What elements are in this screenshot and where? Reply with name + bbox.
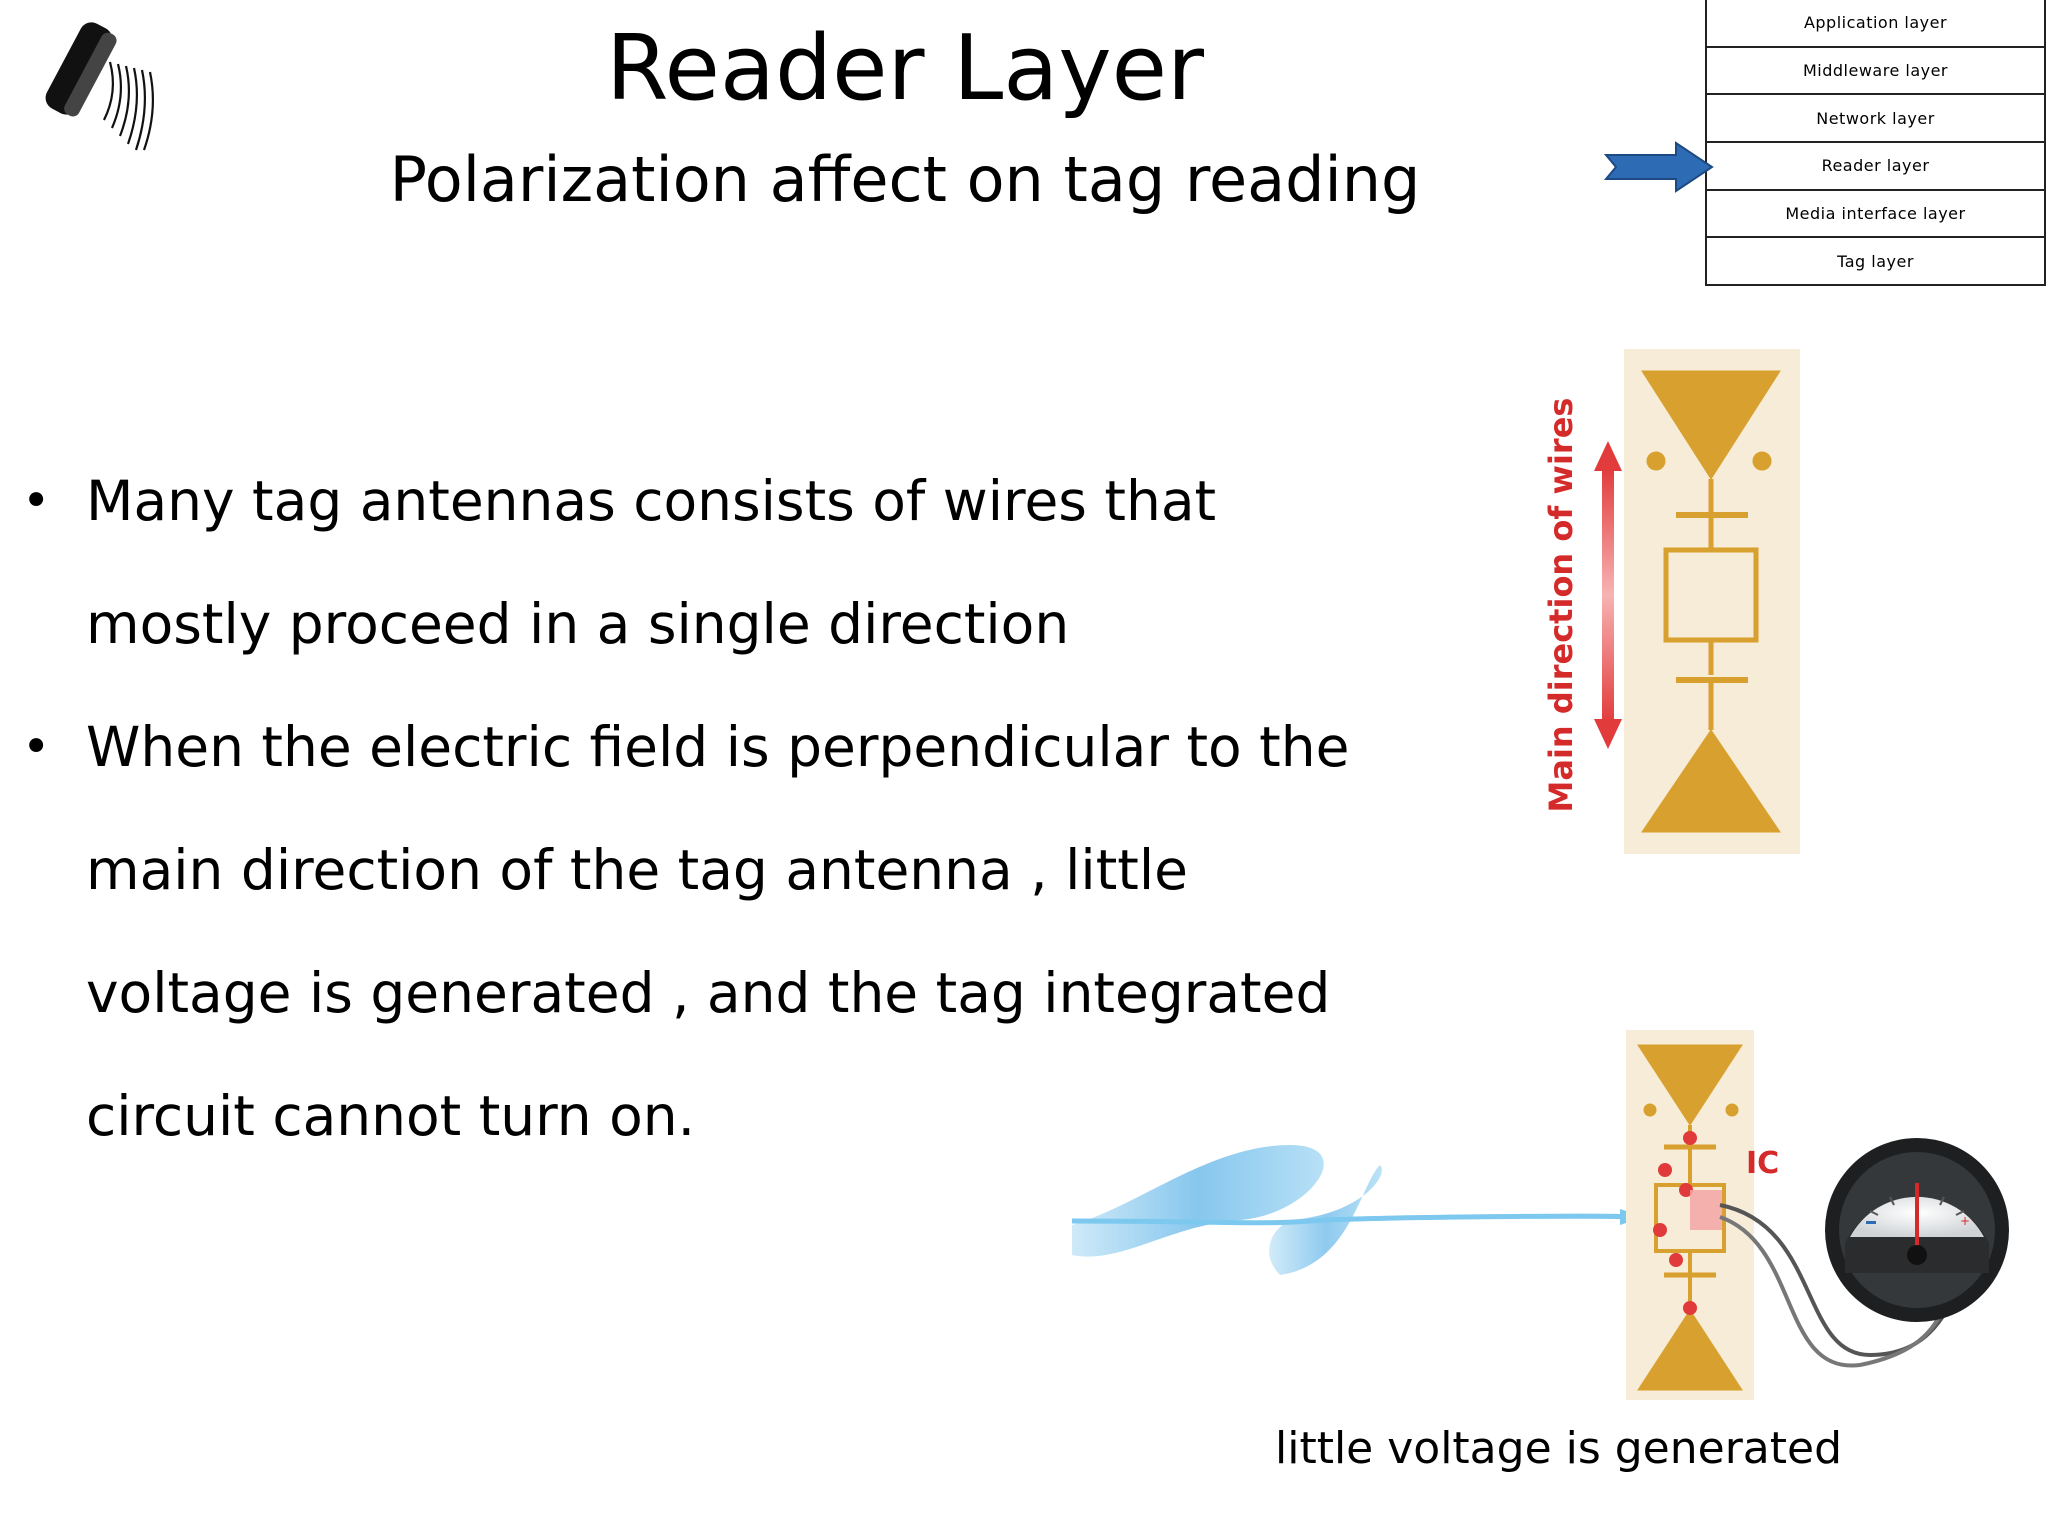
bullet-text: When the electric field is perpendicular… bbox=[86, 715, 1350, 1148]
tag-test-points bbox=[1653, 1131, 1697, 1315]
bullet-item: • When the electric field is perpendicul… bbox=[22, 686, 1362, 1178]
meter-wire bbox=[1719, 1215, 1942, 1368]
bullet-text: Many tag antennas consists of wires that… bbox=[86, 469, 1217, 656]
highlight-arrow-icon bbox=[1604, 141, 1714, 193]
main-direction-label: Main direction of wires bbox=[1542, 398, 1580, 813]
ic-chip bbox=[1690, 1190, 1722, 1230]
bullet-item: • Many tag antennas consists of wires th… bbox=[22, 440, 1362, 686]
layer-tag: Tag layer bbox=[1707, 236, 2044, 284]
ic-label: IC bbox=[1746, 1146, 1779, 1181]
layer-middleware: Middleware layer bbox=[1707, 45, 2044, 94]
svg-text:+: + bbox=[1960, 1214, 1970, 1228]
direction-arrow-icon bbox=[1594, 441, 1622, 749]
bullet-dot-icon: • bbox=[22, 719, 51, 775]
dipole-antenna-icon bbox=[1641, 370, 1781, 833]
bullet-dot-icon: • bbox=[22, 473, 51, 529]
em-wave-icon bbox=[1071, 1145, 1644, 1275]
tag-antenna-icon bbox=[1637, 1044, 1743, 1391]
slide-subtitle: Polarization affect on tag reading bbox=[389, 143, 1421, 216]
polarization-figure: IC + bbox=[1071, 1030, 2009, 1400]
tag-antenna-figure: Main direction of wires bbox=[1542, 349, 1800, 854]
layer-network: Network layer bbox=[1707, 93, 2044, 141]
layer-reader: Reader layer bbox=[1707, 141, 2044, 189]
figure-caption: little voltage is generated bbox=[1275, 1423, 1843, 1474]
bullet-list: • Many tag antennas consists of wires th… bbox=[22, 440, 1362, 1178]
reader-logo-icon bbox=[45, 22, 154, 151]
voltmeter-icon: + bbox=[1825, 1138, 2009, 1322]
layer-media-interface: Media interface layer bbox=[1707, 188, 2044, 237]
layer-stack-table: Application layer Middleware layer Netwo… bbox=[1705, 0, 2046, 286]
layer-application: Application layer bbox=[1803, 13, 1948, 33]
slide-title: Reader Layer bbox=[605, 16, 1205, 121]
